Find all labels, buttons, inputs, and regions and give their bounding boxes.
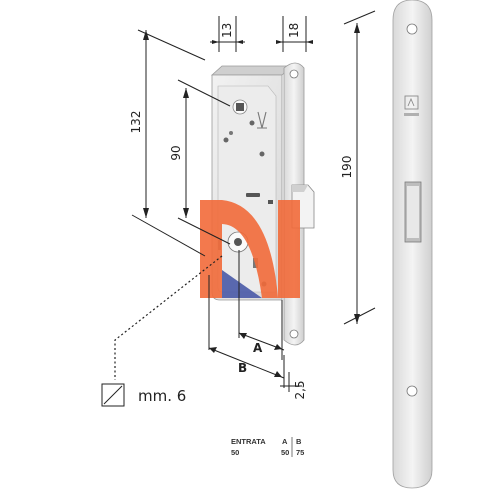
dim-90-label: 90 xyxy=(169,145,183,160)
dim-b-label: B xyxy=(238,361,247,375)
dim-2-5-label: 2,5 xyxy=(293,380,307,399)
square-note-label: mm. 6 xyxy=(138,387,186,405)
dimension-arrows xyxy=(143,23,360,377)
dimension-table: ENTRATA A B 50 50 75 xyxy=(231,437,304,457)
dim-190-label: 190 xyxy=(340,156,354,179)
watermark-logo xyxy=(200,200,300,298)
table-header-b: B xyxy=(296,437,302,446)
faceplate-front xyxy=(392,0,433,489)
table-header-entrata: ENTRATA xyxy=(231,437,266,446)
table-value-entrata: 50 xyxy=(231,448,239,457)
dim-18-label: 18 xyxy=(287,23,301,38)
table-header-a: A xyxy=(282,437,288,446)
table-value-b: 75 xyxy=(296,448,304,457)
dim-a-label: A xyxy=(253,341,263,355)
dim-13-label: 13 xyxy=(220,23,234,38)
table-value-a: 50 xyxy=(281,448,289,457)
dim-132-label: 132 xyxy=(129,111,143,134)
